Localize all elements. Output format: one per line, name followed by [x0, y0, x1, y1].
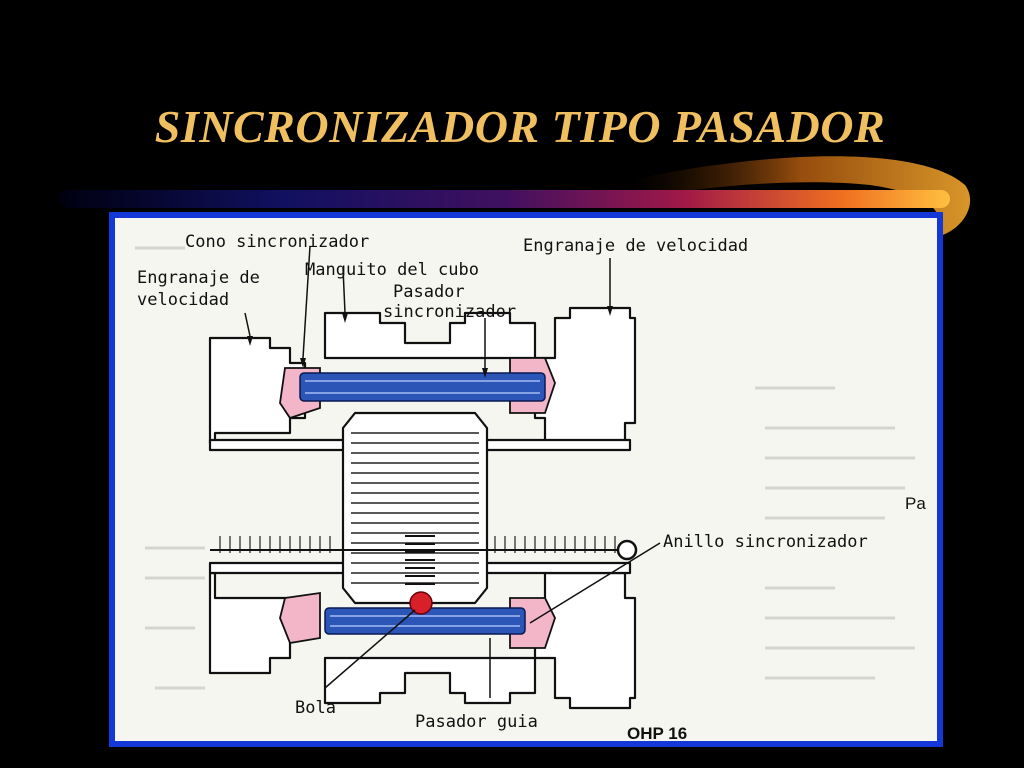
ball: [409, 591, 433, 615]
sync-pin-top: [299, 372, 546, 402]
label-anillo-sincronizador: Anillo sincronizador: [663, 532, 868, 552]
hub-sleeve-top: [323, 311, 537, 360]
label-cut-text: Pa: [905, 494, 926, 513]
label-engranaje-velocidad-right: Engranaje de velocidad: [523, 236, 749, 256]
label-pasador-sincronizador-2: sincronizador: [383, 302, 517, 322]
label-pasador-guia: Pasador guia: [415, 712, 538, 732]
slide-title: SINCRONIZADOR TIPO PASADOR: [154, 101, 886, 152]
right-speed-gear-bottom: [533, 571, 637, 710]
title-swoosh-decoration: [630, 156, 971, 238]
label-pasador-sincronizador-1: Pasador: [393, 282, 465, 302]
label-engranaje-velocidad-left-1: Engranaje de: [137, 268, 260, 288]
hub-sleeve-bottom: [323, 656, 537, 705]
sync-cone-left-bottom: [279, 591, 321, 645]
label-engranaje-velocidad-left-2: velocidad: [137, 290, 230, 310]
label-cono-sincronizador: Cono sincronizador: [185, 232, 370, 252]
central-hub: [341, 411, 489, 605]
label-ohp: OHP 16: [627, 724, 688, 743]
label-manguito-del-cubo: Manguito del cubo: [305, 260, 479, 280]
synchronizer-cross-section: [135, 245, 915, 710]
synchronizer-diagram-frame: Cono sincronizador Engranaje de velocida…: [109, 212, 943, 747]
shaft-end-ring: [616, 539, 638, 561]
label-bola: Bola: [295, 698, 336, 718]
title-underline-bar: [60, 190, 950, 208]
